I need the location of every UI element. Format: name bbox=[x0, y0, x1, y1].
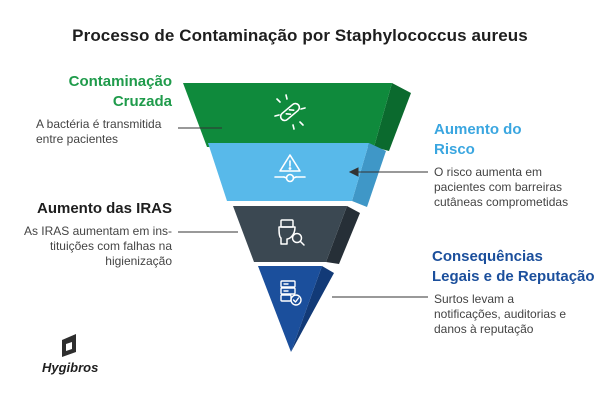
funnel-layer-2 bbox=[208, 143, 386, 207]
stage-3-description-line-2: tituições com falhas na bbox=[49, 239, 172, 253]
funnel-layer-4 bbox=[258, 266, 334, 352]
stage-3-description-line-1: As IRAS aumentam em ins- bbox=[23, 224, 172, 238]
connector-lines bbox=[178, 127, 428, 298]
stage-2-description-line-2: pacientes com barreiras bbox=[434, 180, 563, 194]
stage-3-label: Aumento das IRAS bbox=[37, 199, 172, 219]
page-title: Processo de Contaminação por Staphylococ… bbox=[72, 26, 528, 45]
server-check-icon bbox=[280, 280, 302, 306]
funnel-layer-4-side bbox=[291, 266, 334, 352]
stage-1-label-line-2: Cruzada bbox=[112, 93, 172, 110]
stage-4-label-line-2: Legais e de Reputação bbox=[432, 268, 595, 285]
stage-4-description-line-3: danos à reputação bbox=[434, 322, 534, 336]
stage-4-description-line-1: Surtos levam a bbox=[434, 292, 515, 306]
funnel-layer-1-side bbox=[374, 83, 411, 151]
funnel-layer-3-front bbox=[233, 206, 347, 262]
stage-3-description-line-3: higienização bbox=[105, 254, 172, 268]
stage-1-description-line-2: entre pacientes bbox=[36, 132, 119, 146]
stage-2-description: O risco aumenta em pacientes com barreir… bbox=[434, 165, 568, 210]
funnel-layer-1 bbox=[183, 83, 411, 151]
funnel-layer-2-front bbox=[208, 143, 369, 201]
stage-1-label: Contaminação Cruzada bbox=[69, 72, 172, 112]
funnel-layer-4-front bbox=[258, 266, 322, 352]
funnel-layer-1-front bbox=[183, 83, 392, 147]
funnel-layer-3 bbox=[233, 206, 360, 264]
hygibros-logo-icon bbox=[62, 334, 76, 357]
funnel-layer-2-side bbox=[352, 143, 386, 207]
stage-2-label-line-2: Risco bbox=[434, 141, 475, 158]
stage-3-label-line-1: Aumento das IRAS bbox=[36, 200, 172, 217]
warning-icon bbox=[274, 154, 306, 183]
toilet-inspection-icon bbox=[278, 219, 305, 246]
stage-4-label-line-1: Consequências bbox=[432, 248, 543, 265]
stage-2-description-line-1: O risco aumenta em bbox=[434, 165, 543, 179]
stage-3-description: As IRAS aumentam em ins- tituições com f… bbox=[24, 224, 172, 269]
stage-4-label: Consequências Legais e de Reputação bbox=[432, 247, 595, 287]
stage-2-description-line-3: cutâneas comprometidas bbox=[434, 195, 569, 209]
stage-2-label-line-1: Aumento do bbox=[434, 121, 522, 138]
funnel-layer-3-side bbox=[326, 206, 360, 264]
connector-arrow-2 bbox=[348, 167, 359, 177]
bacteria-icon bbox=[274, 94, 306, 130]
stage-2-label: Aumento do Risco bbox=[434, 120, 522, 160]
stage-4-description: Surtos levam a notificações, auditorias … bbox=[434, 292, 566, 337]
stage-1-description: A bactéria é transmitida entre pacientes bbox=[36, 117, 161, 147]
logo-text: Hygibros bbox=[42, 360, 99, 375]
stage-4-description-line-2: notificações, auditorias e bbox=[434, 307, 567, 321]
stage-1-label-line-1: Contaminação bbox=[68, 73, 172, 90]
stage-1-description-line-1: A bactéria é transmitida bbox=[36, 117, 162, 131]
